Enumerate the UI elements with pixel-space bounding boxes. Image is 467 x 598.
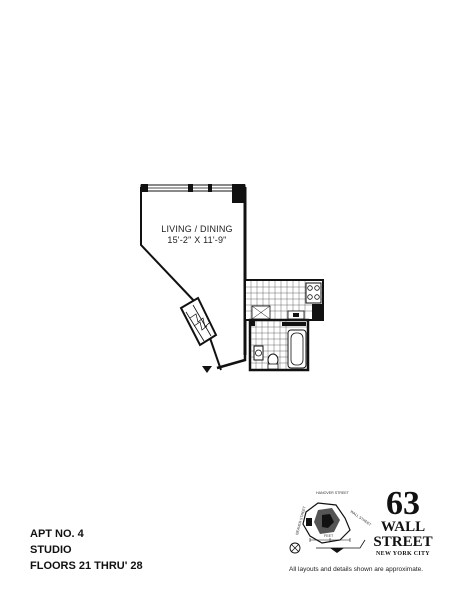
room-dimensions: 15'-2" X 11'-9" xyxy=(167,235,226,245)
apartment-info: APT NO. 4 STUDIO FLOORS 21 THRU' 28 xyxy=(30,526,143,574)
logo-number: 63 xyxy=(386,485,420,522)
window-bay xyxy=(179,296,218,347)
bathroom xyxy=(248,318,310,372)
apartment-number: APT NO. 4 xyxy=(30,528,84,540)
logo-line-street: STREET xyxy=(373,534,433,550)
key-plan: HANOVER STREET BEAVER STREET WALL STREET… xyxy=(289,491,373,554)
left-street-label: BEAVER STREET xyxy=(295,505,307,535)
top-street-label: HANOVER STREET xyxy=(316,491,350,495)
room-name: LIVING / DINING xyxy=(161,224,233,234)
building-logo: 63 WALL STREET NEW YORK CITY xyxy=(368,485,438,558)
north-arrow-icon xyxy=(289,542,301,554)
logo-line-wall: WALL xyxy=(380,519,426,535)
window-wall xyxy=(140,184,246,203)
logo-city: NEW YORK CITY xyxy=(376,551,430,557)
entry-arrow-icon xyxy=(202,366,212,373)
scale-label: FEET xyxy=(324,534,334,538)
apartment-type: STUDIO xyxy=(30,544,72,556)
apartment-floors: FLOORS 21 THRU' 28 xyxy=(30,560,143,572)
kitchen xyxy=(244,279,324,321)
disclaimer-text: All layouts and details shown are approx… xyxy=(289,566,424,573)
living-dining-walls xyxy=(140,187,247,371)
